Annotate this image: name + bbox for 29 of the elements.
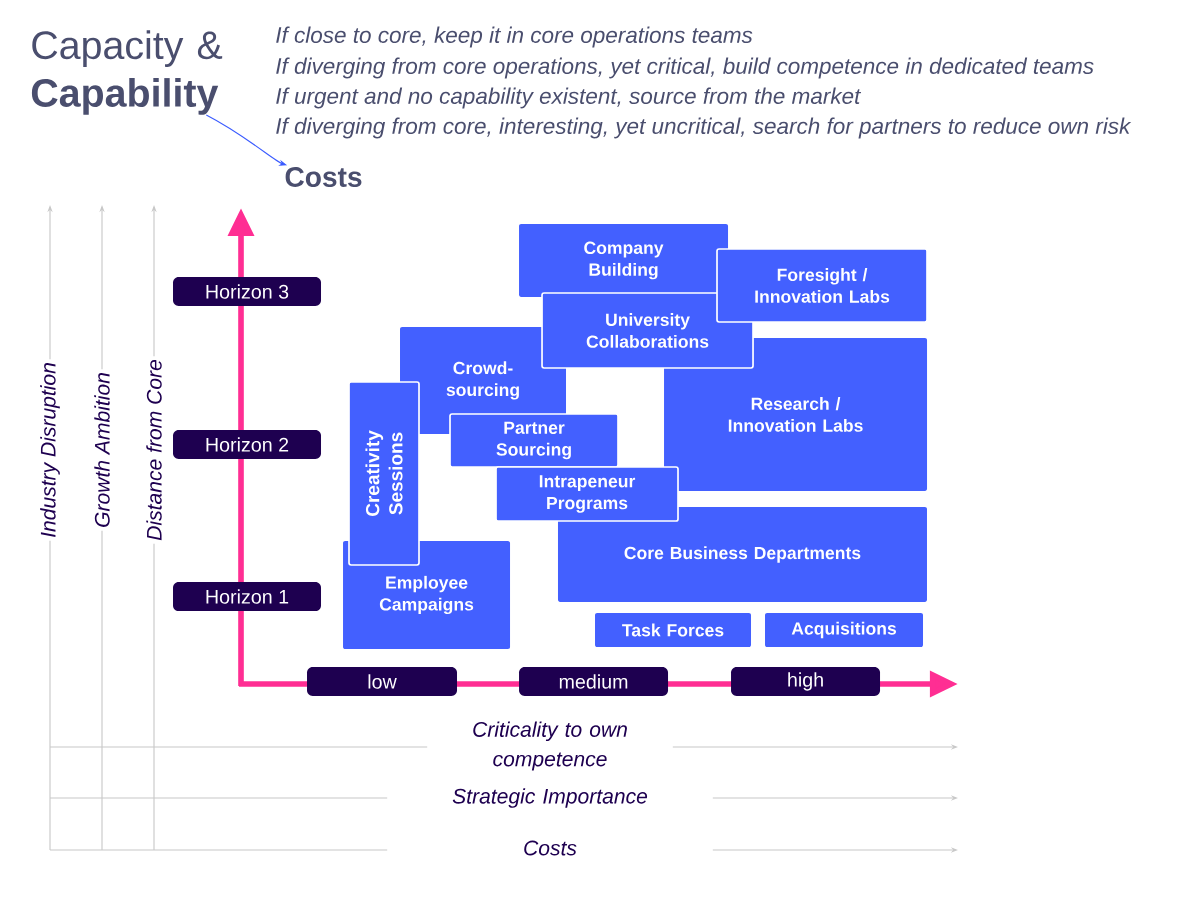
axis-label: Strategic Importance	[387, 785, 713, 811]
axis-label: Criticality to own competence	[427, 718, 673, 774]
level-pill: low	[307, 667, 457, 696]
guideline-text: If close to core, keep it in core operations teams	[276, 26, 753, 48]
capability-box: Employee Campaigns	[343, 541, 511, 649]
node-label: Crowd-sourcing	[446, 361, 519, 400]
level-pill: high	[731, 667, 881, 696]
level-pill: Horizon 2	[173, 430, 321, 459]
axis-label: Industry Disruption	[37, 359, 63, 541]
axis-label: Costs	[387, 837, 713, 859]
capability-box: Intrapeneur Programs	[495, 466, 679, 522]
capability-box: Acquisitions	[765, 613, 923, 647]
node-label: Company Building	[584, 241, 664, 280]
capability-box: Creativity Sessions	[348, 381, 420, 566]
capability-box: Task Forces	[595, 613, 751, 647]
axis-label: Growth Ambition	[91, 369, 113, 531]
guideline-text: If urgent and no capability existent, source from the market	[276, 87, 862, 109]
guideline-text: If diverging from core operations, yet critical, build competence in dedicated teams	[276, 57, 1094, 79]
level-pill: medium	[519, 667, 669, 696]
axis-label: Distance from Core	[143, 356, 165, 544]
title: Capacity & Capability	[31, 30, 223, 115]
capability-box: Company Building	[519, 223, 729, 297]
level-pill: Horizon 3	[173, 276, 321, 306]
guideline-text: If diverging from core, interesting, yet uncritical, search for partners to reduce own risk	[276, 117, 1132, 139]
capability-box: University Collaborations	[541, 292, 754, 369]
capability-box: Foresight / Innovation Labs	[716, 248, 928, 323]
axis-title: Costs	[285, 167, 362, 187]
capability-box: Partner Sourcing	[449, 413, 619, 468]
level-pill: Horizon 1	[173, 582, 321, 611]
